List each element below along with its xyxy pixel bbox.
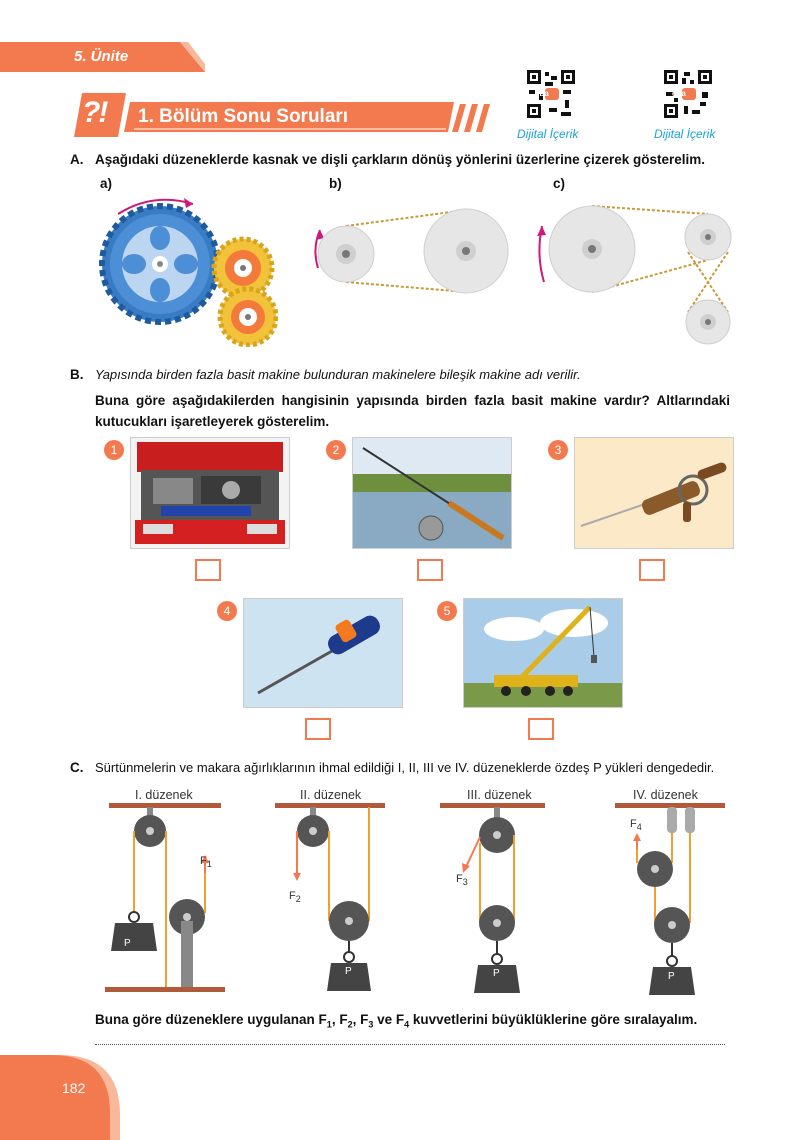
gear-system-figure (99, 198, 278, 347)
load-label-4: P (668, 971, 675, 982)
force-label-4: F4 (630, 818, 642, 833)
item-number-3: 3 (548, 440, 568, 460)
screwdriver-image (243, 598, 403, 708)
question-badge-icon (74, 93, 126, 137)
car-engine-image (130, 437, 290, 549)
pulley-rig-1 (105, 803, 225, 992)
question-b-number: B. (70, 367, 84, 382)
answer-checkbox-3[interactable] (639, 559, 665, 581)
belt-pulley-figure-c (537, 205, 732, 345)
section-title-bar (124, 102, 454, 132)
rig-title-4: IV. düzenek (633, 788, 698, 802)
force-label-3: F3 (456, 873, 468, 888)
qr-code-icon[interactable] (525, 68, 577, 120)
question-badge-text: ?! (82, 96, 108, 129)
question-a-number: A. (70, 152, 84, 167)
slash-decoration-icon (452, 104, 490, 132)
item-number-4: 4 (217, 601, 237, 621)
load-label-1: P (124, 938, 131, 949)
rig-title-1: I. düzenek (135, 788, 193, 802)
force-label-2: F2 (289, 890, 301, 905)
rig-title-3: III. düzenek (467, 788, 532, 802)
unit-label: 5. Ünite (74, 48, 129, 65)
qr-code-icon[interactable] (662, 68, 714, 120)
question-b-text: Buna göre aşağıdakilerden hangisinin yap… (95, 393, 730, 429)
pulley-rig-3 (440, 803, 545, 993)
rig-title-2: II. düzenek (300, 788, 362, 802)
force-label-1: F1 (200, 855, 212, 870)
question-c-number: C. (70, 760, 84, 775)
digital-content-caption: Dijital İçerik (654, 127, 716, 141)
pulley-rig-4 (615, 803, 725, 995)
answer-checkbox-5[interactable] (528, 718, 554, 740)
page-number: 182 (62, 1080, 86, 1096)
belt-pulley-figure-b (314, 208, 509, 294)
label-c: c) (553, 176, 566, 191)
item-number-1: 1 (104, 440, 124, 460)
item-number-2: 2 (326, 440, 346, 460)
digital-content-caption: Dijital İçerik (517, 127, 579, 141)
load-label-3: P (493, 968, 500, 979)
label-b: b) (329, 176, 342, 191)
question-b-intro: Yapısında birden fazla basit makine bulu… (95, 367, 581, 382)
load-label-2: P (345, 966, 352, 977)
page-corner-decoration (0, 1055, 120, 1140)
answer-checkbox-1[interactable] (195, 559, 221, 581)
answer-checkbox-2[interactable] (417, 559, 443, 581)
fishing-rod-image (352, 437, 512, 549)
question-c-ask: Buna göre düzeneklere uygulanan F1, F2, … (95, 1012, 698, 1030)
answer-checkbox-4[interactable] (305, 718, 331, 740)
hand-drill-image (574, 437, 734, 549)
pulley-rig-2 (275, 803, 385, 991)
unit-tab (0, 42, 205, 72)
answer-line[interactable] (95, 1038, 725, 1045)
section-title: 1. Bölüm Sonu Soruları (138, 106, 349, 127)
crane-image (463, 598, 623, 708)
label-a: a) (100, 176, 113, 191)
qr-logo-1: eba (535, 89, 549, 98)
question-c-text: Sürtünmelerin ve makara ağırlıklarının i… (95, 760, 715, 775)
item-number-5: 5 (437, 601, 457, 621)
question-a-text: Aşağıdaki düzeneklerde kasnak ve dişli ç… (95, 152, 705, 167)
qr-logo-2: eba (672, 89, 686, 98)
